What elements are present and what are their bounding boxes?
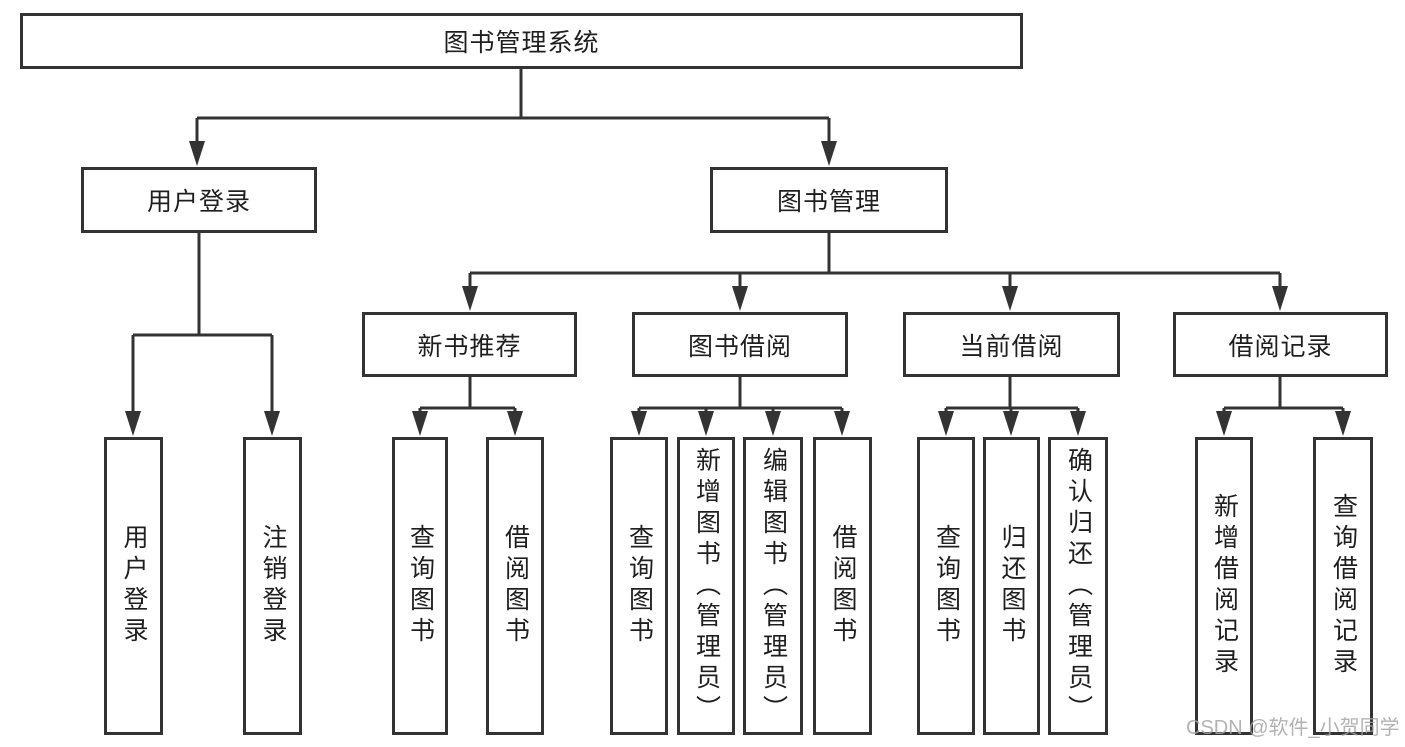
arrowhead (125, 411, 141, 436)
arrowhead (1070, 411, 1086, 436)
connector-root-to-level2 (195, 69, 831, 142)
leaf-borrow-add-books-admin: 新增图书（管理员） (677, 437, 735, 735)
connector-user-login-to-leaves (131, 233, 274, 412)
node-book-management: 图书管理 (710, 167, 948, 233)
arrowhead (1216, 411, 1232, 436)
csdn-watermark: CSDN @软件_小贺同学 (1186, 717, 1400, 739)
leaf-borrow-query-books: 查询图书 (610, 437, 668, 735)
connector-book-borrow-to-leaves (637, 377, 844, 412)
arrowhead (732, 286, 748, 311)
node-current-borrowing: 当前借阅 (903, 312, 1120, 377)
leaf-record-query-borrow-record: 查询借阅记录 (1313, 437, 1373, 735)
arrowhead (1272, 286, 1288, 311)
leaf-borrow-borrow-books: 借阅图书 (813, 437, 872, 735)
arrowhead (264, 411, 280, 436)
leaf-newbook-borrow-books: 借阅图书 (486, 437, 544, 735)
leaf-newbook-query-books: 查询图书 (392, 437, 448, 735)
node-borrowing-records: 借阅记录 (1173, 312, 1388, 377)
arrowhead (1002, 286, 1018, 311)
node-new-book-recommendation: 新书推荐 (362, 312, 577, 377)
node-book-borrowing: 图书借阅 (632, 312, 848, 377)
leaf-record-add-borrow-record: 新增借阅记录 (1195, 437, 1253, 735)
connector-book-management-to-level3 (468, 233, 1282, 287)
arrowhead (412, 411, 428, 436)
arrowhead (765, 411, 781, 436)
connector-borrow-record-to-leaves (1222, 377, 1345, 412)
arrowhead (507, 411, 523, 436)
arrowhead (834, 411, 850, 436)
arrowhead (938, 411, 954, 436)
arrowhead (821, 141, 837, 166)
leaf-logout: 注销登录 (243, 437, 302, 735)
arrowhead (631, 411, 647, 436)
connector-current-borrow-to-leaves (944, 377, 1080, 412)
node-user-login: 用户登录 (81, 167, 317, 233)
leaf-current-confirm-return-admin: 确认归还（管理员） (1048, 437, 1108, 735)
arrowhead (189, 141, 205, 166)
arrowhead (1003, 411, 1019, 436)
connector-new-book-to-leaves (418, 377, 517, 412)
leaf-user-login: 用户登录 (104, 437, 163, 735)
arrowhead (462, 286, 478, 311)
arrowhead (698, 411, 714, 436)
leaf-current-query-books: 查询图书 (917, 437, 975, 735)
arrowhead (1335, 411, 1351, 436)
leaf-borrow-edit-books-admin: 编辑图书（管理员） (743, 437, 803, 735)
node-library-management-system: 图书管理系统 (20, 13, 1023, 69)
leaf-current-return-books: 归还图书 (983, 437, 1040, 735)
